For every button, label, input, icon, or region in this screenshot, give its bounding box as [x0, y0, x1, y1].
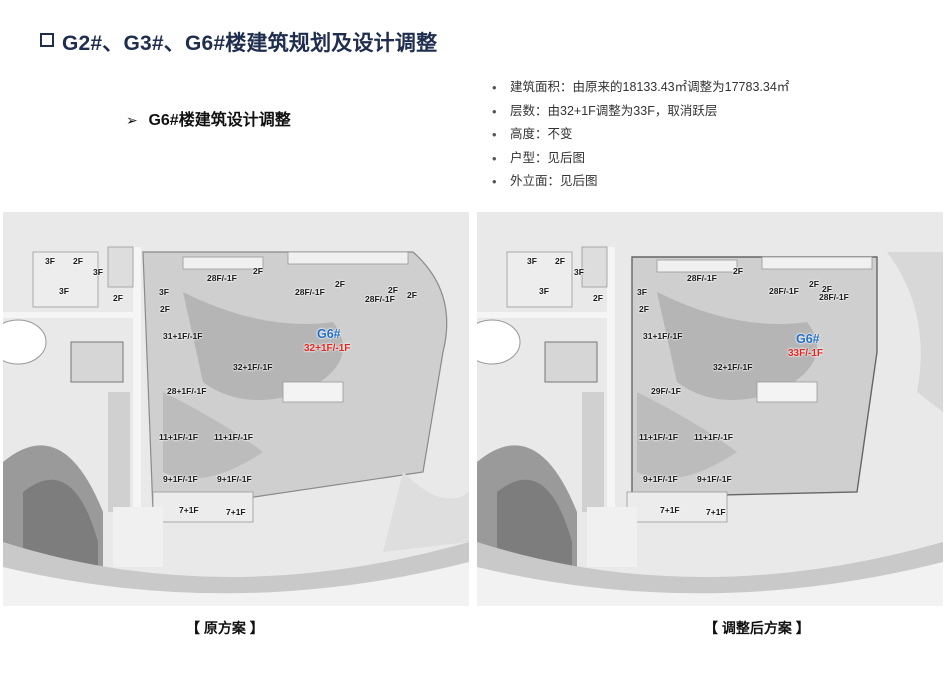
floor-label: 11+1F/-1F	[214, 432, 253, 442]
list-item: 层数：由32+1F调整为33F，取消跃层	[484, 100, 789, 124]
square-bullet-icon	[40, 33, 54, 47]
floor-label: 9+1F/-1F	[697, 474, 732, 484]
g6-floors-label: 32+1F/-1F	[304, 343, 351, 354]
floor-label: 3F	[159, 287, 169, 297]
floor-label: 2F	[407, 290, 417, 300]
floor-label: 11+1F/-1F	[694, 432, 733, 442]
floor-label: 32+1F/-1F	[713, 362, 753, 372]
floor-label: 28F/-1F	[295, 287, 325, 297]
original-site-plan: 3F 2F 3F 3F 2F 28F/-1F 2F 2F 28F/-1F 2F …	[3, 212, 469, 606]
floor-label: 2F	[809, 279, 819, 289]
floor-label: 2F	[160, 304, 170, 314]
section-heading: ➢ G6#楼建筑设计调整	[126, 106, 291, 130]
floor-label: 7+1F	[706, 507, 726, 517]
original-plan-caption: 【 原方案 】	[186, 620, 264, 636]
floor-label: 2F	[593, 293, 603, 303]
floor-label: 2F	[335, 279, 345, 289]
floor-label: 28F/-1F	[365, 294, 395, 304]
floor-label: 3F	[539, 286, 549, 296]
floor-label: 2F	[73, 256, 83, 266]
floor-label: 28F/-1F	[769, 286, 799, 296]
floor-label: 7+1F	[660, 505, 680, 515]
floor-label: 2F	[388, 285, 398, 295]
floor-label: 2F	[113, 293, 123, 303]
floor-label: 28F/-1F	[687, 273, 717, 283]
section-heading-text: G6#楼建筑设计调整	[148, 112, 291, 129]
g6-building-label: G6#	[317, 327, 341, 341]
floor-label: 2F	[639, 304, 649, 314]
floor-label: 3F	[45, 256, 55, 266]
floor-label: 31+1F/-1F	[163, 331, 203, 341]
page-title: G2#、G3#、G6#楼建筑规划及设计调整	[62, 32, 438, 55]
floor-label: 28F/-1F	[207, 273, 237, 283]
floor-label: 11+1F/-1F	[159, 432, 198, 442]
floor-label: 3F	[637, 287, 647, 297]
floor-label: 3F	[59, 286, 69, 296]
floor-label: 3F	[574, 267, 584, 277]
list-item: 建筑面积：由原来的18133.43㎡调整为17783.34㎡	[484, 76, 789, 100]
site-plan-drawing	[477, 212, 943, 606]
floor-label: 9+1F/-1F	[217, 474, 252, 484]
list-item: 高度：不变	[484, 123, 789, 147]
floor-label: 11+1F/-1F	[639, 432, 678, 442]
floor-label: 9+1F/-1F	[163, 474, 198, 484]
arrow-bullet-icon: ➢	[126, 112, 138, 128]
floor-label: 32+1F/-1F	[233, 362, 273, 372]
floor-label: 2F	[822, 284, 832, 294]
floor-label: 2F	[555, 256, 565, 266]
floor-label: 28+1F/-1F	[167, 386, 207, 396]
floor-label: 2F	[253, 266, 263, 276]
g6-building-label: G6#	[796, 332, 820, 346]
floor-label: 29F/-1F	[651, 386, 681, 396]
floor-label: 3F	[527, 256, 537, 266]
floor-label: 3F	[93, 267, 103, 277]
adjusted-site-plan: 3F 2F 3F 3F 2F 28F/-1F 2F 2F 28F/-1F 2F …	[477, 212, 943, 606]
title-bar: G2#、G3#、G6#楼建筑规划及设计调整	[0, 0, 952, 72]
floor-label: 9+1F/-1F	[643, 474, 678, 484]
site-plan-drawing	[3, 212, 469, 606]
adjustment-list: 建筑面积：由原来的18133.43㎡调整为17783.34㎡ 层数：由32+1F…	[484, 76, 789, 194]
list-item: 外立面：见后图	[484, 170, 789, 194]
floor-label: 28F/-1F	[819, 292, 849, 302]
adjusted-plan-caption: 【 调整后方案 】	[704, 620, 810, 636]
g6-floors-label: 33F/-1F	[788, 348, 824, 359]
floor-label: 2F	[733, 266, 743, 276]
list-item: 户型：见后图	[484, 147, 789, 171]
floor-label: 31+1F/-1F	[643, 331, 683, 341]
floor-label: 7+1F	[179, 505, 199, 515]
floor-label: 7+1F	[226, 507, 246, 517]
